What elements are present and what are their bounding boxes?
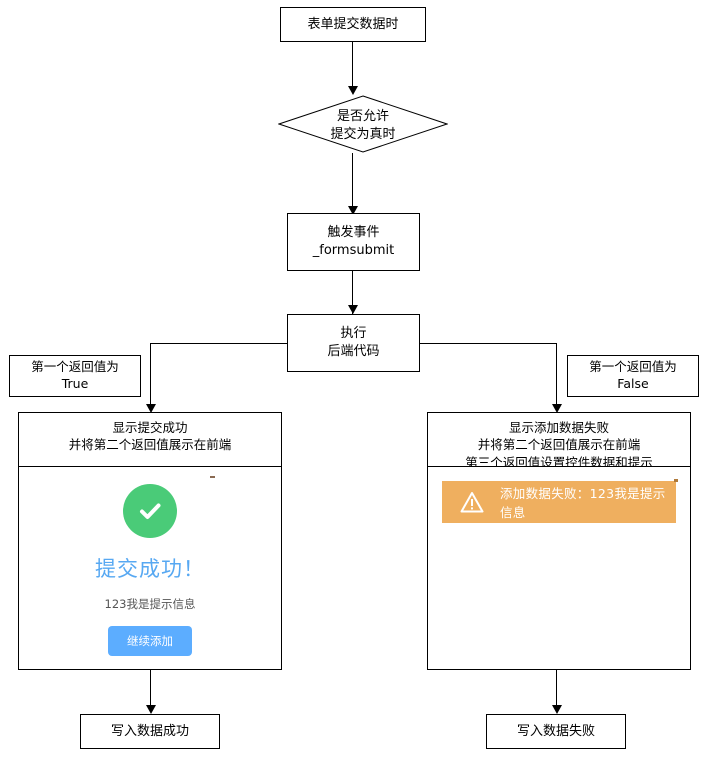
- success-title: 提交成功！: [95, 557, 205, 581]
- node-branch-false-label: 第一个返回值为 False: [567, 355, 699, 397]
- node-execute-backend: 执行 后端代码: [287, 314, 420, 372]
- node-start: 表单提交数据时: [280, 7, 426, 42]
- connector-decision-to-trigger: [352, 153, 353, 208]
- branch-true-text: 第一个返回值为 True: [31, 359, 119, 391]
- connector-success-to-end: [150, 670, 151, 708]
- warning-alert-text: 添加数据失败：123我是提示信息: [500, 486, 666, 520]
- arrowhead-trigger-to-execute: [348, 305, 358, 314]
- check-circle-icon: [123, 484, 177, 538]
- node-end-fail: 写入数据失败: [486, 714, 626, 749]
- artifact-dot-right: [674, 479, 678, 482]
- connector-right-branch-vertical: [556, 343, 557, 408]
- node-execute-backend-label: 执行 后端代码: [327, 326, 380, 359]
- arrowhead-right-branch: [552, 404, 562, 413]
- success-panel: 显示提交成功 并将第二个返回值展示在前端 提交成功！ 123我是提示信息 继续添…: [18, 412, 282, 670]
- continue-add-button[interactable]: 继续添加: [108, 626, 192, 656]
- arrowhead-left-branch: [146, 404, 156, 413]
- node-trigger-event: 触发事件 _formsubmit: [287, 213, 420, 271]
- node-decision-label: 是否允许 提交为真时: [330, 109, 396, 142]
- connector-trigger-to-execute: [352, 271, 353, 316]
- success-panel-header: 显示提交成功 并将第二个返回值展示在前端: [19, 413, 281, 467]
- arrowhead-decision-to-trigger: [348, 206, 358, 215]
- arrowhead-success-to-end: [146, 705, 156, 714]
- connector-right-branch-horizontal: [419, 343, 557, 344]
- connector-left-branch-horizontal: [150, 343, 288, 344]
- failure-panel: 显示添加数据失败 并将第二个返回值展示在前端 第三个返回值设置控件数据和提示 添…: [427, 412, 691, 670]
- node-trigger-event-label: 触发事件 _formsubmit: [312, 225, 395, 258]
- node-end-success: 写入数据成功: [80, 714, 220, 749]
- branch-false-text: 第一个返回值为 False: [589, 359, 677, 391]
- node-decision: 是否允许 提交为真时: [278, 95, 448, 153]
- arrowhead-failure-to-end: [552, 705, 562, 714]
- failure-panel-body: 添加数据失败：123我是提示信息: [428, 467, 690, 669]
- warning-alert: 添加数据失败：123我是提示信息: [442, 479, 678, 523]
- artifact-dot: [210, 476, 215, 478]
- connector-failure-to-end: [556, 670, 557, 708]
- diamond-shape: [278, 95, 448, 153]
- node-end-fail-label: 写入数据失败: [516, 723, 595, 739]
- arrowhead-start-to-decision: [348, 86, 358, 95]
- connector-start-to-decision: [352, 42, 353, 88]
- node-branch-true-label: 第一个返回值为 True: [9, 355, 141, 397]
- node-end-success-label: 写入数据成功: [110, 723, 189, 739]
- success-message: 123我是提示信息: [104, 597, 196, 611]
- alert-container: 添加数据失败：123我是提示信息: [428, 467, 690, 523]
- warning-triangle-icon: [460, 491, 484, 513]
- failure-panel-header: 显示添加数据失败 并将第二个返回值展示在前端 第三个返回值设置控件数据和提示: [428, 413, 690, 470]
- success-panel-body: 提交成功！ 123我是提示信息 继续添加: [19, 467, 281, 669]
- connector-left-branch-vertical: [150, 343, 151, 408]
